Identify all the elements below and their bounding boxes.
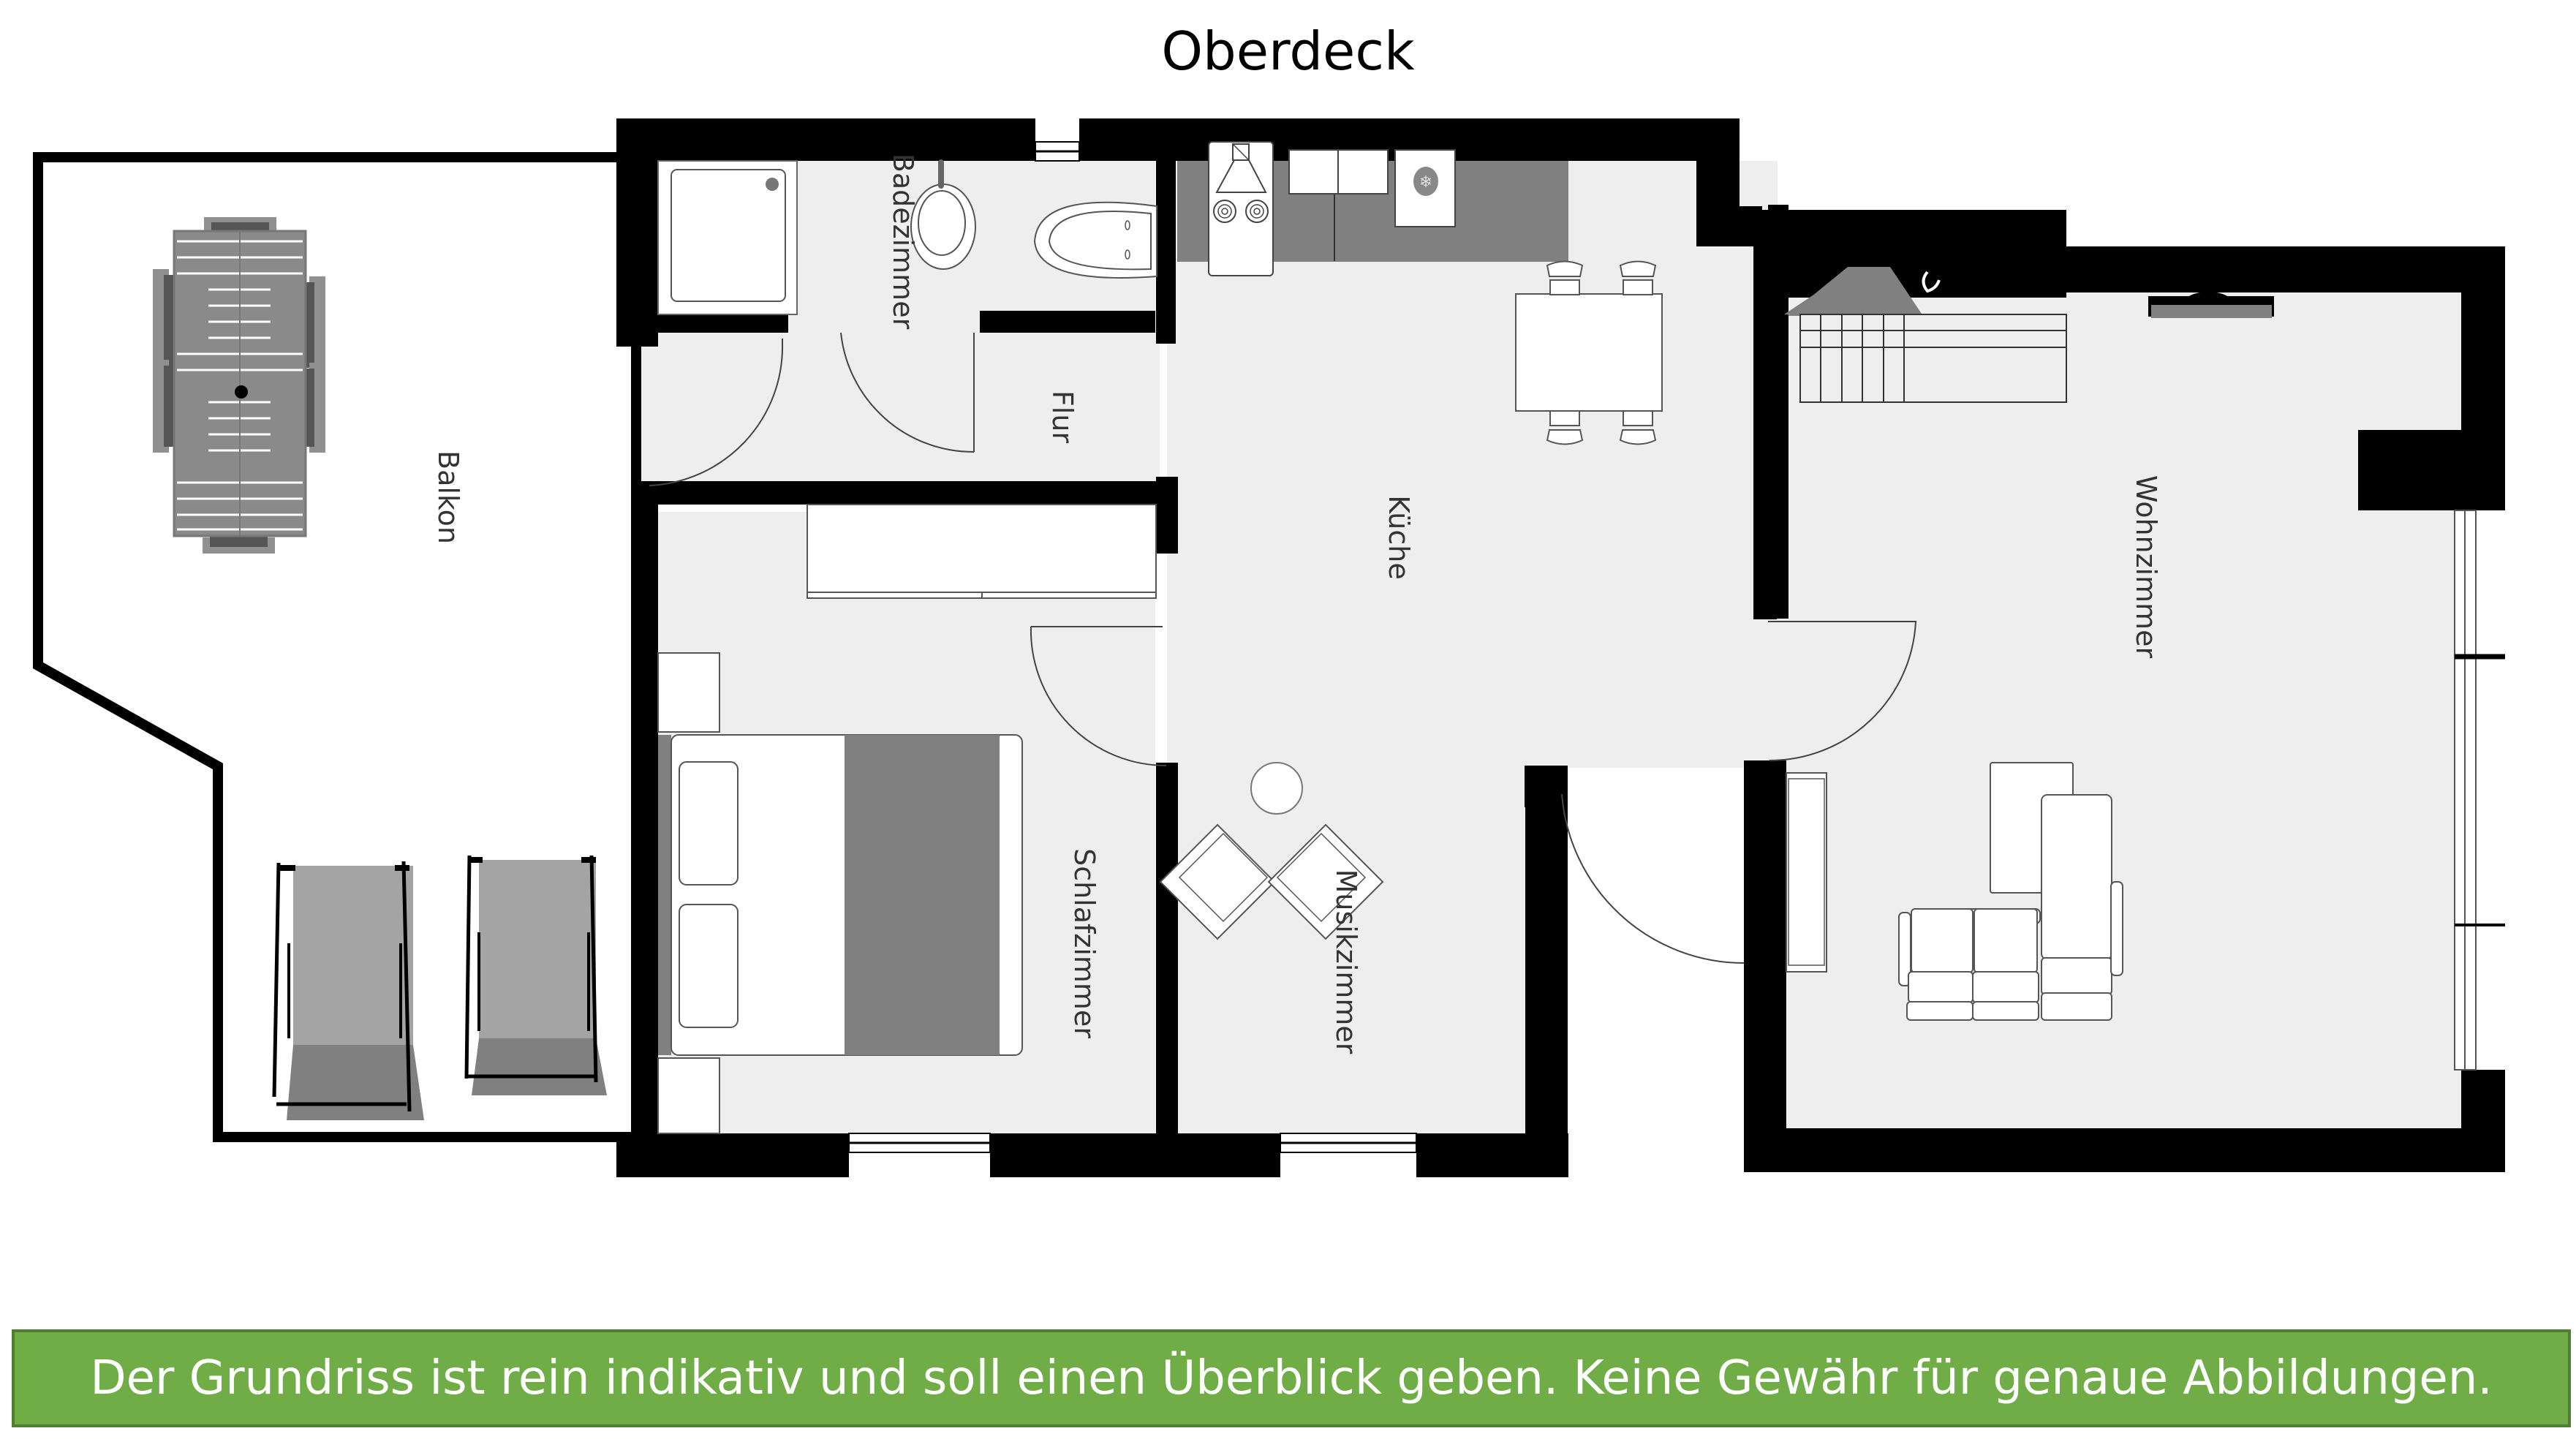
page-title: Oberdeck xyxy=(1161,20,1415,82)
nightstand-icon xyxy=(657,652,720,733)
shower-icon xyxy=(657,160,798,315)
bed-icon xyxy=(658,734,1023,1056)
door-swing-icon xyxy=(1561,793,1745,964)
room-label-schlafzimmer: Schlafzimmer xyxy=(1068,848,1100,1038)
toilet-icon xyxy=(1033,201,1157,279)
tv-icon xyxy=(2148,292,2274,318)
dining-table-icon xyxy=(1515,260,1663,445)
walls xyxy=(616,118,2505,1177)
armchair-icon xyxy=(1159,823,1276,940)
disclaimer-text: Der Grundriss ist rein indikativ und sol… xyxy=(90,1351,2493,1405)
room-label-badezimmer: Badezimmer xyxy=(887,154,919,330)
armchair-icon xyxy=(1267,823,1384,940)
room-label-wohnzimmer: Wohnzimmer xyxy=(2130,475,2162,659)
deck-chair-icon xyxy=(464,855,607,1095)
sideboard-icon xyxy=(1786,772,1827,973)
sofa-icon xyxy=(1898,794,2123,1021)
window-icon xyxy=(848,1133,991,1153)
wardrobe-icon xyxy=(807,504,1157,599)
deck-chair-icon xyxy=(272,861,424,1120)
music-table-icon xyxy=(1250,762,1303,815)
room-label-flur: Flur xyxy=(1046,390,1079,443)
svg-text:❄: ❄ xyxy=(1419,173,1432,192)
sink-cabinets-icon xyxy=(1288,149,1389,195)
room-label-balkon: Balkon xyxy=(432,450,464,544)
stove-icon xyxy=(1208,141,1274,276)
floor-areas xyxy=(641,161,2467,1133)
window-icon xyxy=(1280,1133,1417,1153)
nightstand-icon xyxy=(657,1057,720,1134)
disclaimer-banner: Der Grundriss ist rein indikativ und sol… xyxy=(12,1329,2571,1427)
fridge-icon: ❄ xyxy=(1394,149,1456,227)
window-icon xyxy=(1035,141,1080,162)
room-label-musikzimmer: Musikzimmer xyxy=(1330,869,1362,1054)
room-label-kueche: Küche xyxy=(1383,495,1415,579)
sink-icon xyxy=(910,159,976,270)
stairwell-area xyxy=(1568,784,1744,1133)
patio-table-icon xyxy=(153,217,325,554)
fireplace-icon xyxy=(1784,267,2067,403)
window-icon xyxy=(2454,510,2505,1070)
door-swing-icon xyxy=(649,332,1917,964)
